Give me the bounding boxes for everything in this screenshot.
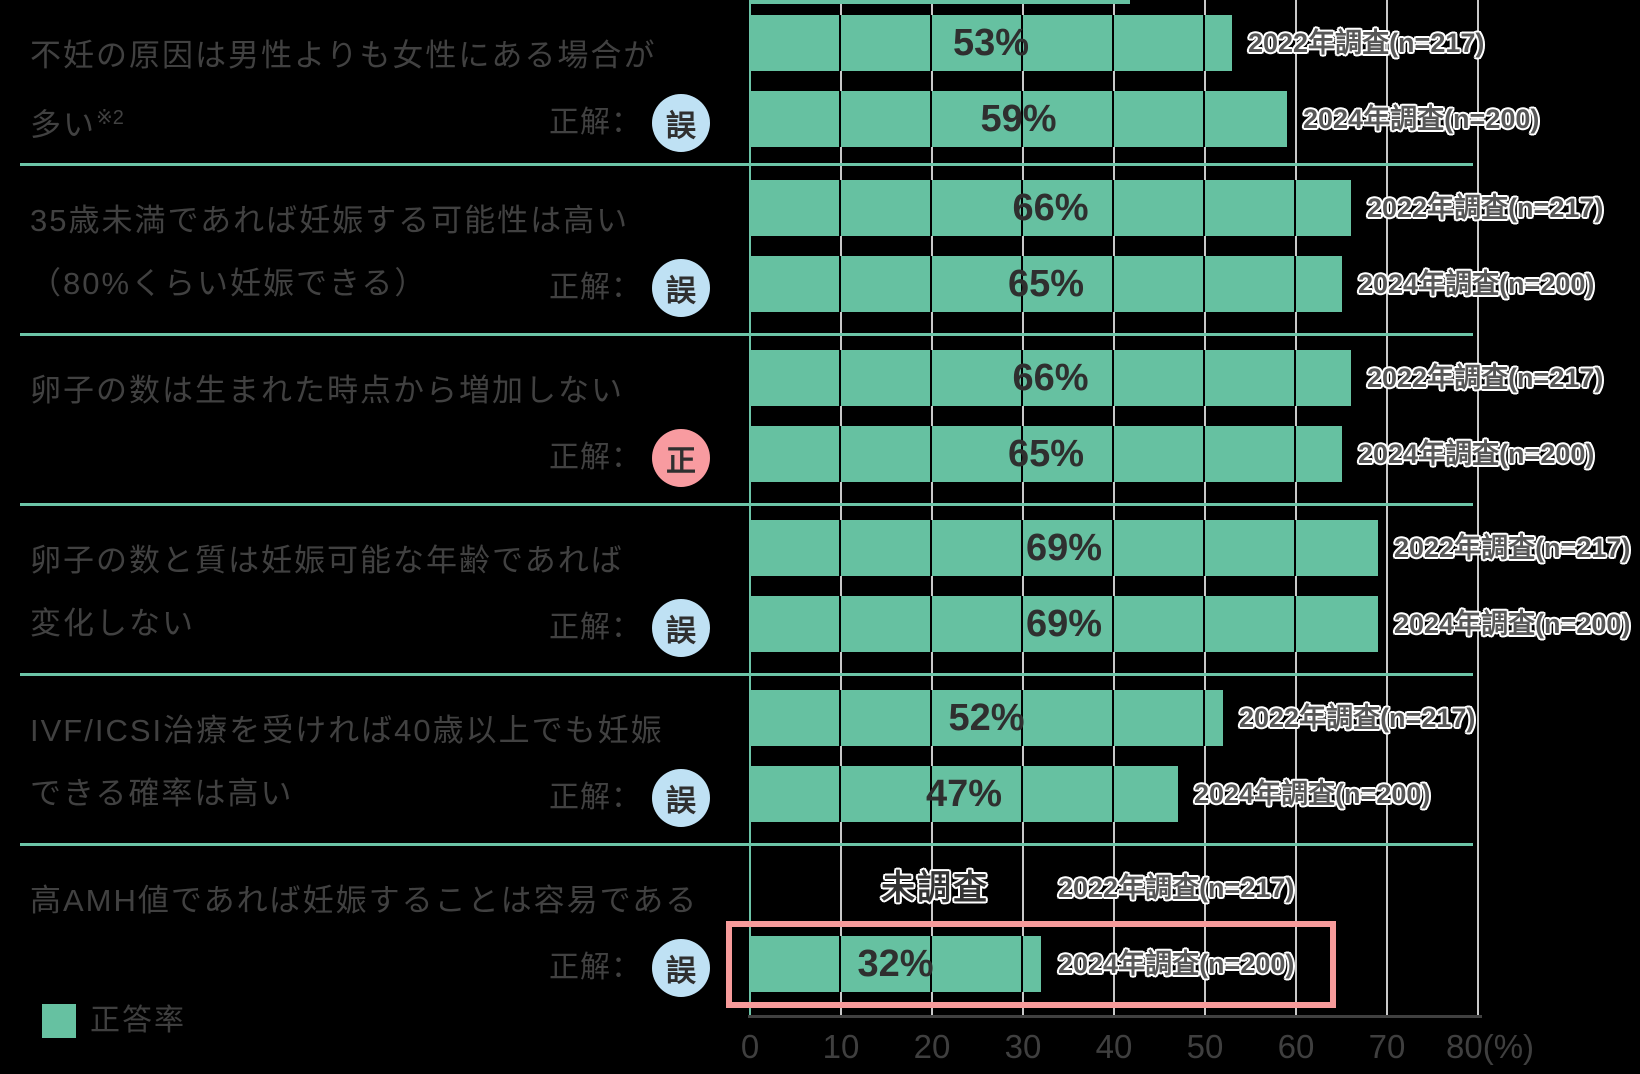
correct-answer-prefix: 正解： bbox=[549, 441, 642, 474]
series-label: 2022年調査(n=217) bbox=[1248, 28, 1485, 58]
x-tick-label: 50 bbox=[1186, 1028, 1224, 1065]
x-tick-label: 30 bbox=[1004, 1028, 1042, 1065]
correct-answer-prefix: 正解： bbox=[549, 271, 642, 304]
correct-answer-badge: 誤 bbox=[652, 599, 710, 657]
gridline bbox=[1386, 0, 1388, 1016]
question-text: IVF/ICSI治療を受ければ40歳以上でも妊娠できる確率は高い bbox=[30, 713, 664, 811]
x-tick-label: 20 bbox=[913, 1028, 951, 1065]
gridline bbox=[1295, 0, 1297, 1016]
x-tick-label: 60 bbox=[1277, 1028, 1315, 1065]
x-tick-label: 80(%) bbox=[1446, 1028, 1535, 1065]
question-text: 高AMH値であれば妊娠することは容易である bbox=[30, 883, 699, 918]
x-axis-line bbox=[748, 1015, 1482, 1018]
bar: 59% bbox=[750, 91, 1287, 147]
x-tick-label: 40 bbox=[1095, 1028, 1133, 1065]
correct-answer-prefix: 正解： bbox=[549, 781, 642, 814]
gridline bbox=[1204, 0, 1206, 1016]
group-separator-line bbox=[20, 333, 1473, 336]
bar: 47% bbox=[750, 766, 1178, 822]
series-label: 2022年調査(n=217) bbox=[1058, 873, 1295, 903]
question-text: 卵子の数は生まれた時点から増加しない bbox=[30, 373, 624, 408]
question-text: 不妊の原因は男性よりも女性にある場合が多い※2 bbox=[30, 38, 657, 143]
correct-answer-badge: 正 bbox=[652, 429, 710, 487]
group-separator-line bbox=[20, 163, 1473, 166]
bar: 69% bbox=[750, 596, 1378, 652]
gridline bbox=[931, 0, 933, 1016]
gridline bbox=[1477, 0, 1479, 1016]
bar: 53% bbox=[750, 15, 1232, 71]
legend: 正答率 bbox=[42, 1003, 186, 1039]
bar: 69% bbox=[750, 520, 1378, 576]
legend-label: 正答率 bbox=[90, 1004, 186, 1037]
x-tick-label: 10 bbox=[822, 1028, 860, 1065]
series-label: 2024年調査(n=200) bbox=[1194, 779, 1431, 809]
series-label: 2024年調査(n=200) bbox=[1058, 949, 1295, 979]
correct-answer-badge: 誤 bbox=[652, 94, 710, 152]
series-label: 2022年調査(n=217) bbox=[1394, 533, 1631, 563]
x-tick-label: 0 bbox=[740, 1028, 760, 1065]
gridline bbox=[840, 0, 842, 1016]
gridline bbox=[1022, 0, 1024, 1016]
bar: 32% bbox=[750, 936, 1041, 992]
highlight-box bbox=[726, 921, 1336, 1008]
correct-answer-badge: 誤 bbox=[652, 769, 710, 827]
series-label: 2024年調査(n=200) bbox=[1358, 439, 1595, 469]
question-footnote-marker: ※2 bbox=[96, 107, 124, 129]
bar: 66% bbox=[750, 180, 1351, 236]
gridline-zero bbox=[749, 0, 751, 1016]
bar: 66% bbox=[750, 350, 1351, 406]
group-separator-line bbox=[20, 503, 1473, 506]
series-label: 2024年調査(n=200) bbox=[1394, 609, 1631, 639]
not-surveyed-label: 未調査 bbox=[881, 869, 989, 907]
x-tick-label: 70 bbox=[1368, 1028, 1406, 1065]
correct-answer-prefix: 正解： bbox=[549, 611, 642, 644]
correct-answer-prefix: 正解： bbox=[549, 106, 642, 139]
bar: 65% bbox=[750, 256, 1342, 312]
bar: 52% bbox=[750, 690, 1223, 746]
series-label: 2024年調査(n=200) bbox=[1358, 269, 1595, 299]
bar: 65% bbox=[750, 426, 1342, 482]
series-label: 2024年調査(n=200) bbox=[1303, 104, 1540, 134]
group-separator-line bbox=[20, 843, 1473, 846]
series-label: 2022年調査(n=217) bbox=[1367, 193, 1604, 223]
question-text: 35歳未満であれば妊娠する可能性は高い（80%くらい妊娠できる） bbox=[30, 203, 630, 301]
group-separator-line bbox=[20, 673, 1473, 676]
series-label: 2022年調査(n=217) bbox=[1367, 363, 1604, 393]
correct-answer-prefix: 正解： bbox=[549, 951, 642, 984]
correct-answer-badge: 誤 bbox=[652, 939, 710, 997]
legend-swatch bbox=[42, 1004, 76, 1038]
question-text: 卵子の数と質は妊娠可能な年齢であれば変化しない bbox=[30, 543, 624, 641]
correct-answer-badge: 誤 bbox=[652, 259, 710, 317]
gridline bbox=[1113, 0, 1115, 1016]
series-label: 2022年調査(n=217) bbox=[1239, 703, 1476, 733]
cropped-bar-remnant bbox=[750, 0, 1130, 4]
